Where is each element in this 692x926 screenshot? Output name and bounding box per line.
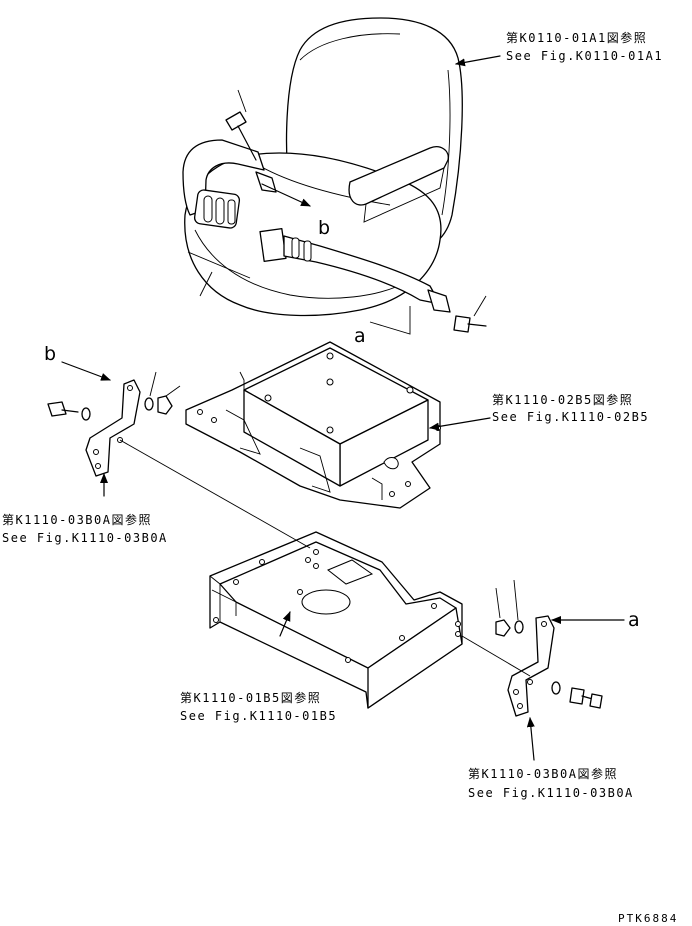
seat-bracket [185, 341, 441, 509]
left-plate-ref-jp: 第K1110-03B0A図参照 [2, 512, 152, 527]
callout-b-left: b [44, 343, 56, 365]
left-plate-ref-en: See Fig.K1110-03B0A [2, 531, 168, 545]
base-ref-en: See Fig.K1110-01B5 [180, 709, 337, 723]
callout-a-right: a [628, 609, 640, 631]
seat-ref-en: See Fig.K0110-01A1 [506, 49, 663, 63]
seat [182, 17, 487, 335]
base-ref-jp: 第K1110-01B5図参照 [180, 690, 321, 705]
bracket-ref-jp: 第K1110-02B5図参照 [492, 392, 633, 407]
leader-arrows [61, 55, 625, 761]
seat-ref-jp: 第K0110-01A1図参照 [506, 30, 647, 45]
right-plate-ref-jp: 第K1110-03B0A図参照 [468, 766, 618, 781]
bracket-ref-en: See Fig.K1110-02B5 [492, 410, 649, 424]
drawing-code: PTK6884 [618, 912, 678, 925]
left-side-plate [47, 371, 181, 477]
right-side-plate [495, 579, 603, 717]
alignment-lines [119, 439, 531, 677]
base-frame [209, 531, 463, 709]
callout-b-top: b [318, 217, 330, 239]
right-plate-ref-en: See Fig.K1110-03B0A [468, 786, 634, 800]
callout-a-top: a [354, 325, 366, 347]
